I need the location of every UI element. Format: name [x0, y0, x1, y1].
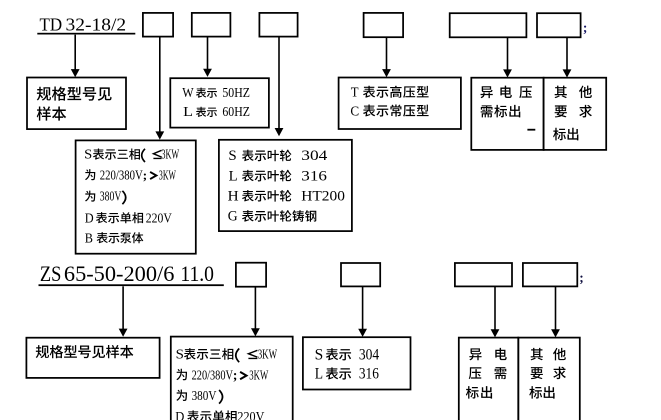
- svg-text:C: C: [350, 105, 359, 120]
- svg-text:220V: 220V: [237, 410, 264, 420]
- svg-text:3KW: 3KW: [258, 348, 278, 363]
- svg-text:L: L: [315, 366, 323, 383]
- svg-text:TD: TD: [40, 15, 63, 35]
- svg-text:316: 316: [359, 366, 379, 383]
- svg-text:316: 316: [301, 168, 327, 184]
- svg-text:ZS: ZS: [40, 261, 62, 286]
- svg-text:380V: 380V: [192, 389, 217, 404]
- svg-text:32-18/2: 32-18/2: [66, 15, 127, 35]
- svg-text:3KW: 3KW: [249, 368, 268, 383]
- svg-text:;: ;: [583, 20, 588, 35]
- svg-text:L: L: [183, 105, 193, 120]
- svg-text:60HZ: 60HZ: [222, 105, 250, 120]
- svg-text:;: ;: [579, 270, 584, 285]
- svg-text:S: S: [84, 147, 92, 162]
- svg-text:;: ;: [143, 167, 147, 182]
- svg-text:11.0: 11.0: [180, 261, 214, 286]
- svg-text:G: G: [228, 209, 238, 225]
- svg-text:380V: 380V: [100, 189, 122, 204]
- svg-text:;: ;: [233, 367, 238, 382]
- svg-text:H: H: [228, 189, 239, 205]
- svg-text:220/380V: 220/380V: [192, 368, 233, 383]
- svg-text:220V: 220V: [146, 210, 172, 225]
- svg-text:S: S: [176, 348, 184, 363]
- svg-text:HT200: HT200: [301, 189, 345, 205]
- svg-text:B: B: [85, 230, 93, 245]
- svg-text:W: W: [182, 86, 194, 101]
- svg-text:65-50-200/6: 65-50-200/6: [64, 261, 175, 286]
- svg-text:D: D: [85, 210, 94, 225]
- svg-text:S: S: [315, 346, 324, 363]
- svg-text:304: 304: [301, 148, 328, 164]
- svg-text:3KW: 3KW: [161, 147, 179, 162]
- svg-text:S: S: [228, 148, 236, 164]
- svg-text:D: D: [175, 410, 184, 420]
- svg-text:220/380V: 220/380V: [100, 167, 143, 182]
- svg-text:304: 304: [359, 346, 380, 363]
- svg-text:50HZ: 50HZ: [222, 86, 250, 101]
- svg-text:T: T: [351, 86, 359, 101]
- svg-text:L: L: [229, 168, 238, 184]
- svg-text:3KW: 3KW: [159, 167, 176, 182]
